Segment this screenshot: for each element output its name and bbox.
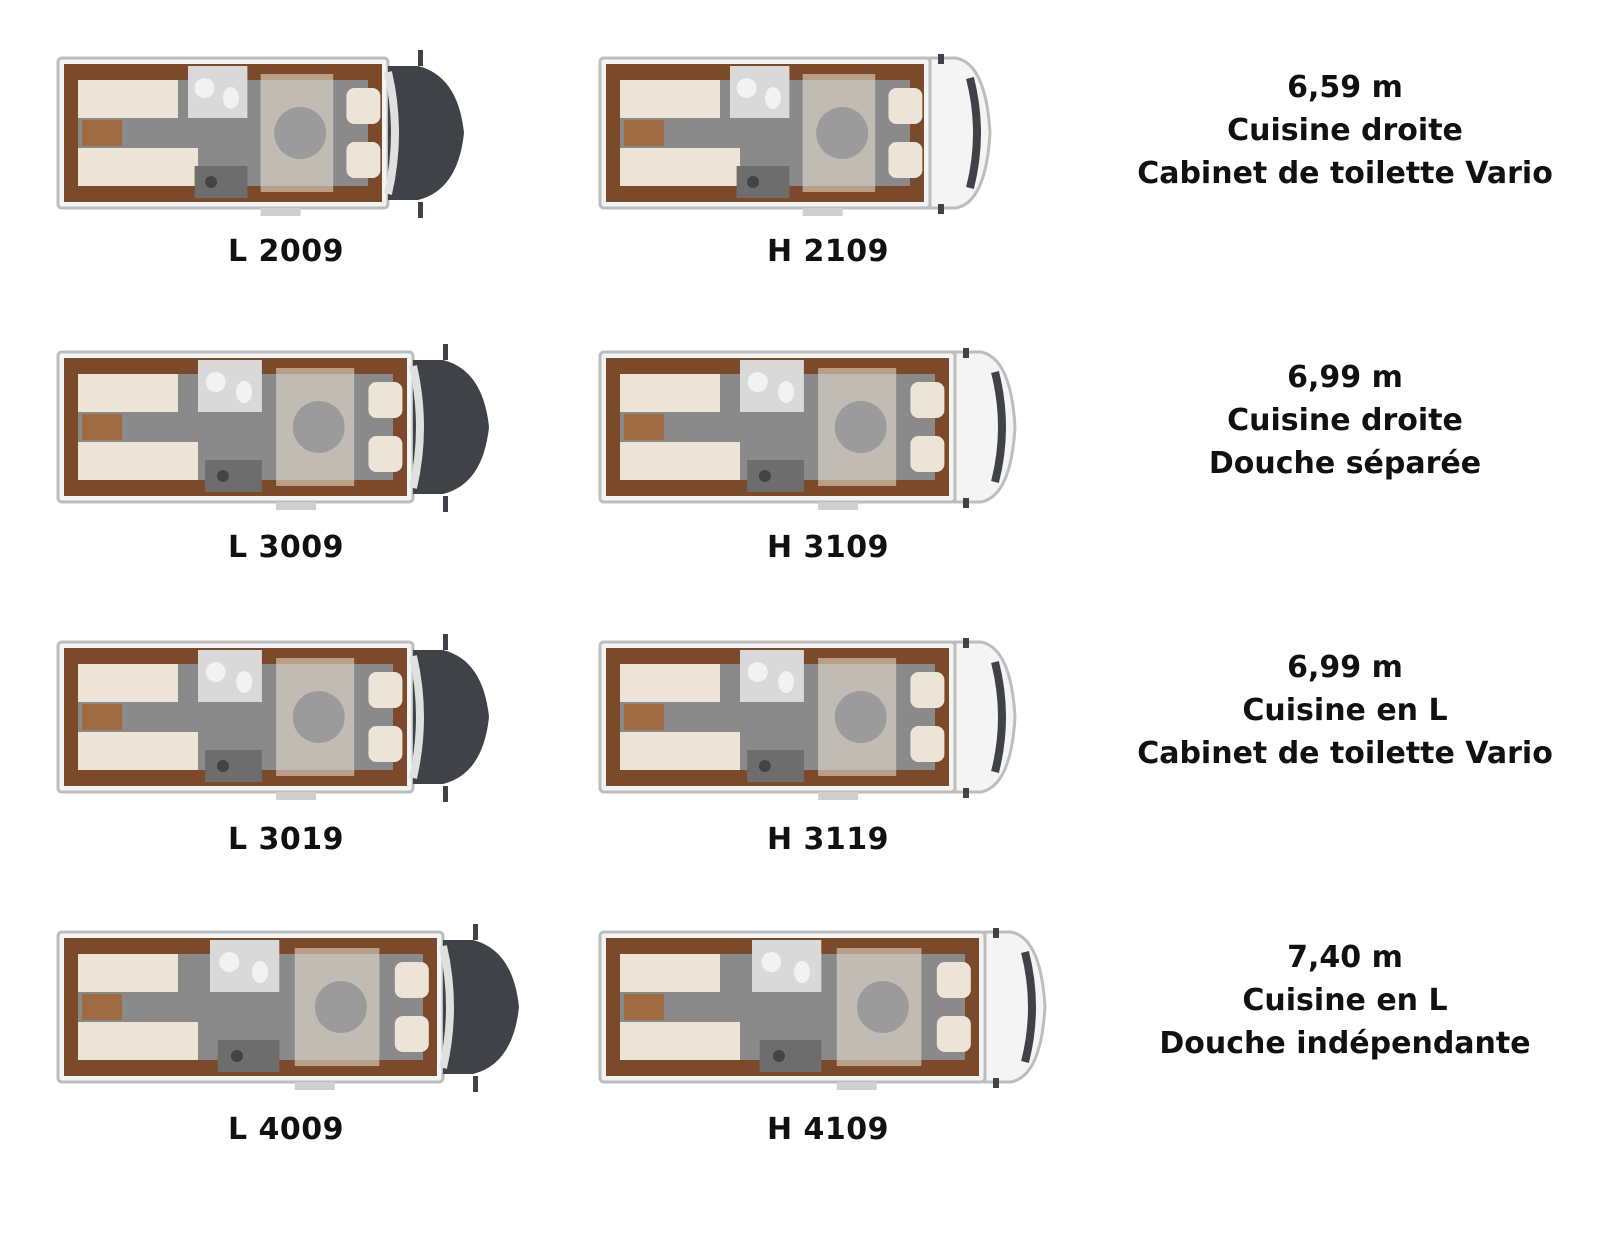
layout-row-3: L 3019 H 3119 6,99 m Cuisine en L Cabine…	[0, 630, 1600, 930]
floorplan-l-3009	[56, 340, 501, 515]
spec-block-1: 6,59 m Cuisine droite Cabinet de toilett…	[1110, 66, 1580, 195]
length-text: 6,99 m	[1287, 360, 1403, 395]
bathroom-text: Cabinet de toilette Vario	[1137, 156, 1553, 191]
floorplan-h-3119	[598, 630, 1033, 805]
floorplan-h-2109	[598, 46, 1008, 221]
model-label-l-2009: L 2009	[227, 234, 345, 269]
length-text: 6,59 m	[1287, 70, 1403, 105]
length-text: 7,40 m	[1287, 940, 1403, 975]
floorplan-h-3109	[598, 340, 1033, 515]
kitchen-text: Cuisine en L	[1242, 693, 1448, 728]
kitchen-text: Cuisine droite	[1227, 403, 1463, 438]
floorplan-l-4009	[56, 920, 531, 1095]
model-label-l-3019: L 3019	[227, 822, 345, 857]
layout-row-4: L 4009 H 4109 7,40 m Cuisine en L Douche…	[0, 920, 1600, 1220]
floorplan-h-4109	[598, 920, 1063, 1095]
model-label-l-3009: L 3009	[227, 530, 345, 565]
model-label-h-2109: H 2109	[766, 234, 890, 269]
spec-block-2: 6,99 m Cuisine droite Douche séparée	[1110, 356, 1580, 485]
bathroom-text: Cabinet de toilette Vario	[1137, 736, 1553, 771]
spec-block-3: 6,99 m Cuisine en L Cabinet de toilette …	[1110, 646, 1580, 775]
model-label-h-3119: H 3119	[766, 822, 890, 857]
model-label-h-4109: H 4109	[766, 1112, 890, 1147]
length-text: 6,99 m	[1287, 650, 1403, 685]
model-label-l-4009: L 4009	[227, 1112, 345, 1147]
bathroom-text: Douche indépendante	[1159, 1026, 1531, 1061]
spec-block-4: 7,40 m Cuisine en L Douche indépendante	[1110, 936, 1580, 1065]
layout-row-2: L 3009 H 3109 6,99 m Cuisine droite Douc…	[0, 340, 1600, 640]
floorplan-l-3019	[56, 630, 501, 805]
kitchen-text: Cuisine droite	[1227, 113, 1463, 148]
kitchen-text: Cuisine en L	[1242, 983, 1448, 1018]
bathroom-text: Douche séparée	[1208, 446, 1482, 481]
floorplan-l-2009	[56, 46, 476, 221]
model-label-h-3109: H 3109	[766, 530, 890, 565]
layout-row-1: L 2009 H 2109 6,59 m Cuisine droite Cabi…	[0, 46, 1600, 346]
